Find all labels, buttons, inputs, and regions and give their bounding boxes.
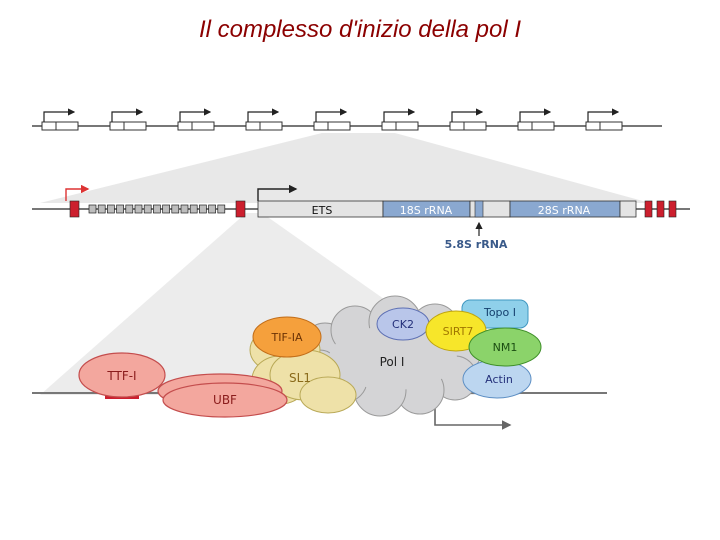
spacer-repeat-box — [189, 204, 198, 214]
repeat-unit — [585, 108, 623, 131]
ttf1-blob — [78, 352, 166, 398]
repeat-unit — [245, 108, 283, 131]
repeat-unit — [109, 108, 147, 131]
ubf-label: UBF — [213, 393, 237, 407]
spacer-repeat-box — [171, 204, 180, 214]
spacer-repeat-box — [97, 204, 106, 214]
actin-label: Actin — [485, 373, 513, 386]
pol1-core — [329, 326, 457, 390]
rrna18s-label: 18S rRNA — [400, 204, 453, 217]
end-marker-1 — [644, 200, 653, 218]
spacer-repeat-box — [217, 204, 226, 214]
nm1-blob — [468, 327, 542, 367]
ets3-region — [619, 200, 637, 218]
rrna28s-label: 28S rRNA — [538, 204, 591, 217]
spacer-repeat-box — [88, 204, 97, 214]
spacer-repeat-box — [208, 204, 216, 214]
spacer-repeat-box — [162, 204, 170, 214]
spacer-repeat-box — [125, 204, 134, 214]
repeat-unit — [313, 108, 351, 131]
spacer-repeat-box — [199, 204, 207, 214]
spacer-promoter-arrow — [65, 184, 90, 201]
rrna58s-label: 5.8S rRNA — [445, 238, 508, 251]
spacer-repeat-box — [180, 204, 189, 214]
rdna-tandem-array — [32, 108, 662, 131]
pol1-label: Pol I — [380, 355, 405, 369]
topo1-label: Topo I — [483, 306, 516, 319]
initiation-complex: Pol I SL1 TIF-IA UBF TTF-I Topo I CK2 SI… — [32, 295, 607, 430]
repeat-unit — [449, 108, 487, 131]
sirt7-label: SIRT7 — [443, 325, 474, 338]
end-marker-2 — [656, 200, 665, 218]
tifia-blob — [252, 316, 322, 358]
repeat-unit — [381, 108, 419, 131]
zoom-wedge-upper — [40, 133, 650, 203]
ubf-blob — [162, 382, 288, 418]
spacer-repeat-box — [134, 204, 143, 214]
ttf1-label: TTF-I — [106, 369, 136, 383]
spacer-repeat-box — [143, 204, 152, 214]
sl1-label: SL1 — [289, 371, 311, 385]
repeat-unit — [517, 108, 555, 131]
repeat-unit — [177, 108, 215, 131]
gene-promoter-arrow — [257, 184, 298, 201]
terminator-marker-red — [235, 200, 246, 218]
repeat-unit — [41, 108, 79, 131]
nm1-label: NM1 — [493, 341, 518, 354]
spacer-repeat-box — [107, 204, 115, 214]
slide-title: Il complesso d'inizio della pol I — [198, 16, 522, 43]
tifia-label: TIF-IA — [270, 331, 303, 344]
rrna58s-region — [474, 200, 484, 218]
ck2-label: CK2 — [392, 318, 414, 331]
end-marker-3 — [668, 200, 677, 218]
spacer-repeat-box — [116, 204, 124, 214]
rdna-unit: ETS 18S rRNA 28S rRNA 5.8S rRNA — [32, 184, 690, 251]
spacer-repeat-box — [153, 204, 161, 214]
promoter-marker-red — [69, 200, 80, 218]
ets-label: ETS — [312, 204, 333, 217]
